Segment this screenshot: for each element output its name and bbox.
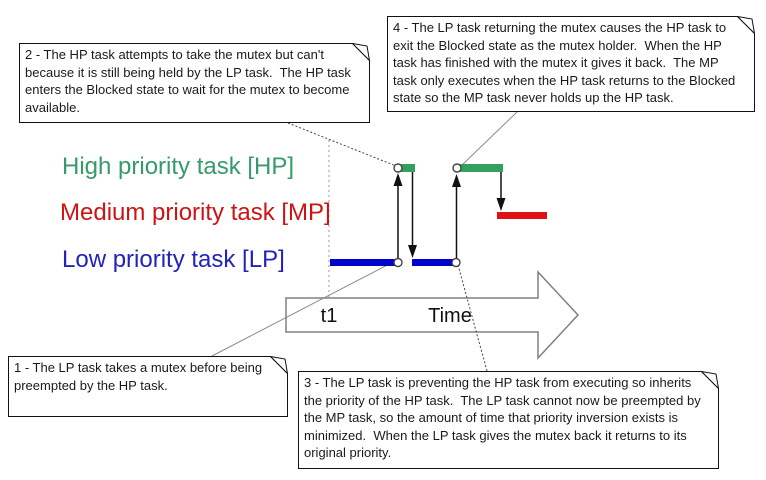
note2-connector-line bbox=[287, 122, 397, 167]
note-text-line: available. bbox=[25, 99, 80, 115]
note1-connector-line bbox=[211, 259, 398, 357]
note-step-2-text: 2 - The HP task attempts to take the mut… bbox=[19, 43, 370, 123]
note-text-line: because it is still being held by the LP… bbox=[25, 64, 351, 80]
note-text-line: task has finished with the mutex it give… bbox=[393, 55, 719, 70]
note-step-1: 1 - The LP task takes a mutex before bei… bbox=[8, 356, 288, 417]
t1-label: t1 bbox=[321, 305, 338, 327]
note-text-line: preempted by the HP task. bbox=[14, 377, 168, 393]
lp-execution-bar-2 bbox=[412, 259, 456, 266]
hp-task-label: High priority task [HP] bbox=[62, 153, 295, 180]
mp-starts-arrow bbox=[496, 172, 506, 211]
note-step-3: 3 - The LP task is preventing the HP tas… bbox=[298, 371, 719, 469]
note-text-line: original priority. bbox=[304, 445, 392, 460]
mp-execution-bar bbox=[497, 212, 547, 219]
note-step-4: 4 - The LP task returning the mutex caus… bbox=[387, 16, 755, 112]
note-text-line: task only executes when the HP task retu… bbox=[393, 72, 736, 88]
note-text-line: the priority of the HP task. The LP task… bbox=[304, 392, 701, 408]
lp-execution-bar-1 bbox=[330, 259, 398, 266]
note-step-1-text: 1 - The LP task takes a mutex before bei… bbox=[8, 356, 288, 417]
note-text-line: enters the Blocked state to wait for the… bbox=[25, 82, 350, 97]
note-text-line: 2 - The HP task attempts to take the mut… bbox=[25, 47, 324, 62]
lp-task-label: Low priority task [LP] bbox=[62, 246, 285, 273]
note4-connector-line bbox=[460, 111, 518, 167]
folded-note-shape bbox=[298, 371, 719, 469]
hp-preempt-lp-arrow bbox=[393, 173, 403, 258]
hp-execution-bar-1 bbox=[397, 164, 415, 172]
note-step-2: 2 - The HP task attempts to take the mut… bbox=[19, 43, 370, 123]
note-text-line: 4 - The LP task returning the mutex caus… bbox=[393, 20, 727, 35]
lp-takes-mutex-marker bbox=[393, 257, 403, 268]
folded-note-shape bbox=[19, 43, 370, 123]
note-text-line: exit the Blocked state as the mutex hold… bbox=[393, 37, 722, 53]
hp-unblocked-arrow bbox=[452, 174, 461, 258]
note-step-3-text: 3 - The LP task is preventing the HP tas… bbox=[298, 371, 719, 469]
lp-gives-mutex-marker bbox=[451, 257, 461, 268]
note-text-line: 3 - The LP task is preventing the HP tas… bbox=[304, 375, 692, 390]
note-text-line: state so the MP task never holds up the … bbox=[393, 90, 674, 105]
hp-attempts-mutex-marker bbox=[393, 163, 403, 173]
time-axis-arrow bbox=[285, 270, 580, 360]
hp-execution-bar-2 bbox=[455, 164, 503, 172]
note-step-4-text: 4 - The LP task returning the mutex caus… bbox=[387, 16, 755, 112]
note-text-line: the MP task, so the amount of time that … bbox=[304, 410, 679, 425]
note-text-line: minimized. When the LP task gives the mu… bbox=[304, 427, 687, 443]
hp-blocked-arrow bbox=[408, 172, 417, 258]
time-axis-label: Time bbox=[428, 305, 472, 327]
folded-note-shape bbox=[387, 16, 755, 112]
hp-holds-mutex-marker bbox=[452, 163, 462, 173]
note-text-line: 1 - The LP task takes a mutex before bei… bbox=[14, 360, 263, 375]
folded-note-shape bbox=[8, 356, 288, 417]
mp-task-label: Medium priority task [MP] bbox=[60, 199, 331, 226]
